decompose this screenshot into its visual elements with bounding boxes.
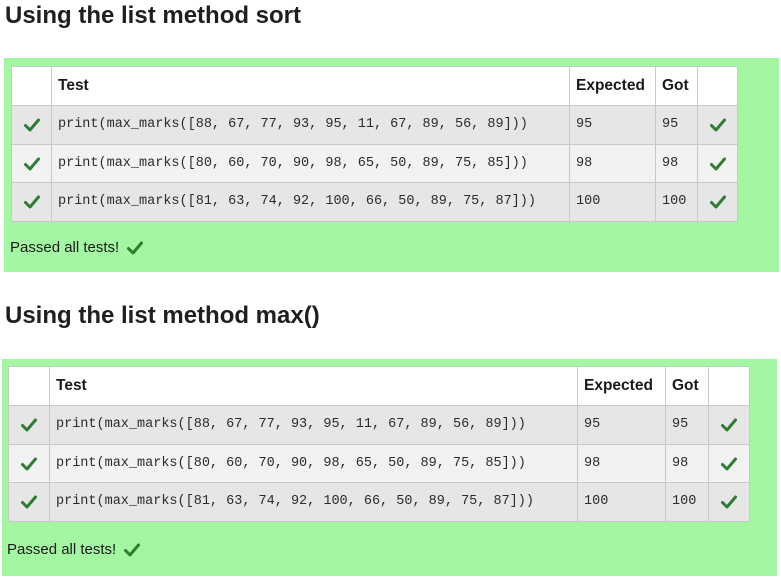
test-code: print(max_marks([81, 63, 74, 92, 100, 66…	[49, 482, 578, 522]
row-status-cell	[11, 143, 52, 183]
status-message: Passed all tests!	[7, 541, 141, 558]
expected-value: 98	[569, 143, 656, 183]
header-check	[11, 66, 52, 106]
row-result-cell	[697, 143, 738, 183]
header-expected: Expected	[569, 66, 656, 106]
check-icon	[721, 495, 737, 509]
check-icon	[721, 418, 737, 432]
row-status-cell	[8, 405, 50, 445]
row-status-cell	[8, 482, 50, 522]
status-text: Passed all tests!	[7, 541, 117, 558]
expected-value: 95	[577, 405, 666, 445]
test-code: print(max_marks([88, 67, 77, 93, 95, 11,…	[49, 405, 578, 445]
check-icon	[23, 195, 40, 209]
row-result-cell	[697, 105, 738, 145]
header-test: Test	[51, 66, 570, 106]
got-value: 98	[665, 443, 709, 483]
table-row: print(max_marks([88, 67, 77, 93, 95, 11,…	[8, 405, 750, 445]
got-value: 100	[655, 182, 698, 222]
status-text: Passed all tests!	[10, 239, 120, 256]
row-status-cell	[11, 182, 52, 222]
row-status-cell	[8, 443, 50, 483]
check-icon	[23, 118, 40, 132]
got-value: 95	[665, 405, 709, 445]
got-value: 100	[665, 482, 709, 522]
header-got: Got	[665, 366, 709, 406]
check-icon	[21, 495, 37, 509]
test-code: print(max_marks([81, 63, 74, 92, 100, 66…	[51, 182, 570, 222]
expected-value: 95	[569, 105, 656, 145]
got-value: 95	[655, 105, 698, 145]
row-result-cell	[708, 482, 750, 522]
results-panel-max: Test Expected Got print(max_marks([88, 6…	[2, 359, 777, 576]
check-icon	[709, 157, 726, 171]
table-row: print(max_marks([80, 60, 70, 90, 98, 65,…	[8, 443, 750, 483]
check-icon	[127, 241, 144, 255]
table-row: print(max_marks([80, 60, 70, 90, 98, 65,…	[11, 143, 738, 183]
table-row: print(max_marks([81, 63, 74, 92, 100, 66…	[11, 182, 738, 222]
check-icon	[124, 543, 141, 557]
table-header-row: Test Expected Got	[11, 66, 738, 106]
test-code: print(max_marks([80, 60, 70, 90, 98, 65,…	[51, 143, 570, 183]
check-icon	[721, 457, 737, 471]
header-result	[697, 66, 738, 106]
results-table: Test Expected Got print(max_marks([88, 6…	[11, 66, 738, 222]
header-expected: Expected	[577, 366, 666, 406]
header-check	[8, 366, 50, 406]
expected-value: 100	[569, 182, 656, 222]
row-result-cell	[708, 405, 750, 445]
test-code: print(max_marks([80, 60, 70, 90, 98, 65,…	[49, 443, 578, 483]
table-row: print(max_marks([81, 63, 74, 92, 100, 66…	[8, 482, 750, 522]
row-result-cell	[708, 443, 750, 483]
table-row: print(max_marks([88, 67, 77, 93, 95, 11,…	[11, 105, 738, 145]
expected-value: 100	[577, 482, 666, 522]
check-icon	[23, 157, 40, 171]
check-icon	[21, 418, 37, 432]
status-message: Passed all tests!	[10, 239, 144, 256]
header-got: Got	[655, 66, 698, 106]
section-title-max: Using the list method max()	[5, 302, 320, 329]
row-status-cell	[11, 105, 52, 145]
check-icon	[709, 118, 726, 132]
got-value: 98	[655, 143, 698, 183]
table-header-row: Test Expected Got	[8, 366, 750, 406]
test-code: print(max_marks([88, 67, 77, 93, 95, 11,…	[51, 105, 570, 145]
results-panel-sort: Test Expected Got print(max_marks([88, 6…	[4, 58, 779, 272]
header-result	[708, 366, 750, 406]
check-icon	[709, 195, 726, 209]
expected-value: 98	[577, 443, 666, 483]
results-table: Test Expected Got print(max_marks([88, 6…	[8, 366, 750, 522]
row-result-cell	[697, 182, 738, 222]
section-title-sort: Using the list method sort	[5, 2, 302, 29]
check-icon	[21, 457, 37, 471]
header-test: Test	[49, 366, 578, 406]
